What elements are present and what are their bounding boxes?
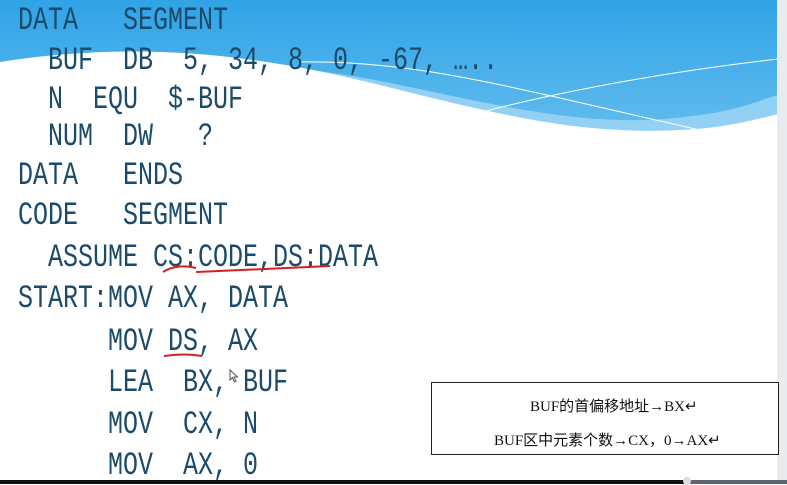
progress-fill [0,480,688,484]
code-line: START:MOV AX, DATA [18,279,289,318]
code-line: N EQU $-BUF [48,80,244,119]
code-line: BUF DB 5, 34, 8, 0, -67, ….. [48,41,499,80]
code-line: DATA SEGMENT [18,1,229,40]
flowchart-box: BUF的首偏移地址→BX↵ BUF区中元素个数→CX，0→AX↵ [431,382,779,455]
code-line: DATA ENDS [18,156,184,195]
code-line: LEA BX, BUF [108,363,289,402]
code-line: ASSUME CS:CODE,DS:DATA [48,238,379,277]
code-line: MOV DS, AX [108,322,259,361]
underline-ds [163,353,203,357]
code-line: CODE SEGMENT [18,196,229,235]
video-progress-bar[interactable] [0,477,787,485]
progress-handle[interactable] [683,477,692,485]
code-line: MOV AX, 0 [108,446,259,485]
mouse-cursor-icon [229,369,239,383]
underline-cs [162,265,197,273]
code-line: NUM DW ? [48,117,214,156]
note-line-1: BUF的首偏移地址→BX↵ [530,399,698,415]
note-line-2: BUF区中元素个数→CX，0→AX↵ [494,433,721,449]
code-line: MOV CX, N [108,405,259,444]
underline-code-ds-data [195,265,331,273]
